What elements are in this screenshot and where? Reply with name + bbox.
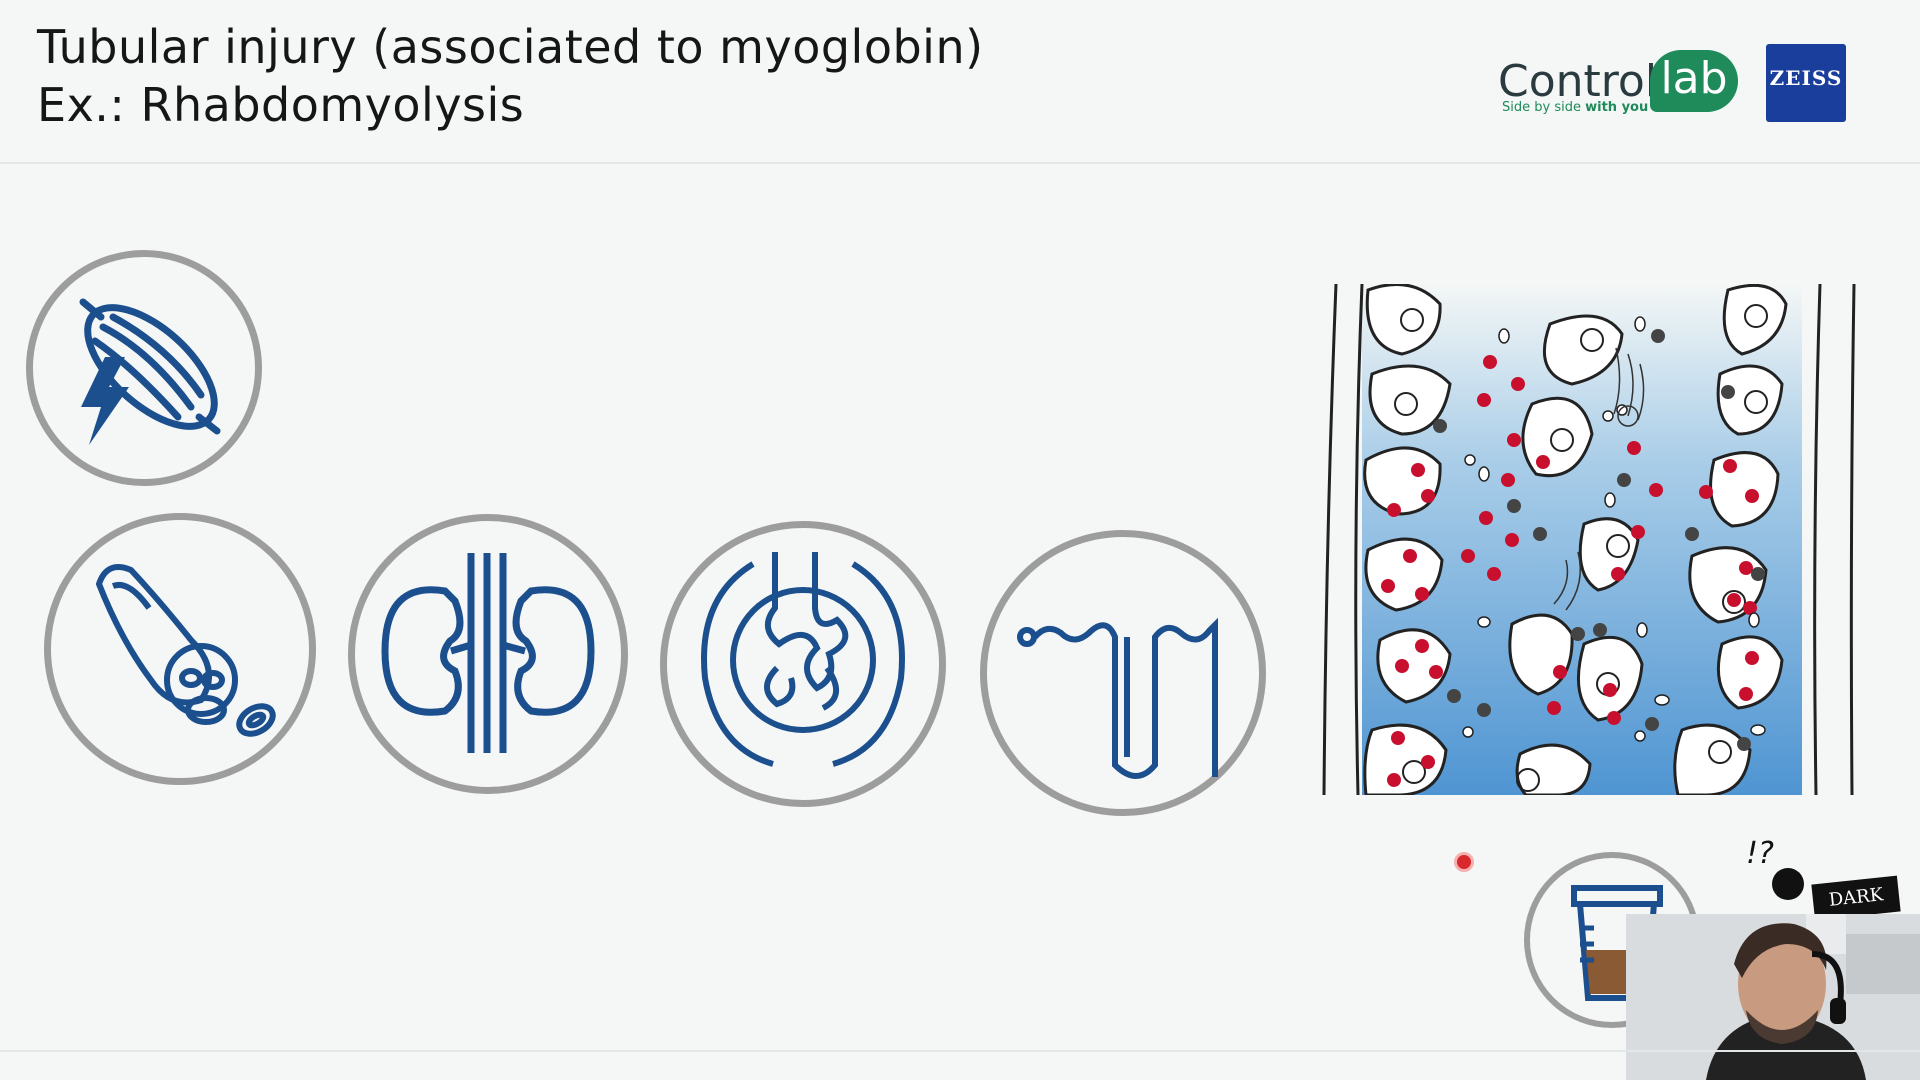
webcam-presenter-video [1626, 914, 1920, 1080]
tagline-bold: with you [1585, 100, 1649, 115]
nephron-tubule-icon [980, 530, 1266, 816]
slide-title: Tubular injury (associated to myoglobin)… [37, 18, 984, 134]
question-exclamation-mark: !? [1746, 836, 1774, 871]
muscle-injury-icon [26, 250, 262, 486]
zeiss-logo-text: ZEISS [1769, 66, 1843, 90]
glomerulus-icon [660, 521, 946, 807]
zeiss-logo: ZEISS [1766, 44, 1846, 122]
controllab-logo-badge: lab [1650, 50, 1738, 112]
urine-cup-icon [1524, 852, 1700, 1028]
slide-header: Tubular injury (associated to myoglobin)… [0, 0, 1920, 164]
pointer-indicator [1454, 852, 1474, 872]
tagline-text: Side by side [1502, 100, 1581, 115]
red-blood-cells-icon [44, 513, 316, 785]
kidneys-icon [348, 514, 628, 794]
controllab-logo-main: Control [1498, 56, 1658, 107]
tubule-tissue-illustration [1322, 283, 1856, 797]
slide-bottom-divider [0, 1050, 1920, 1052]
controllab-logo: Control lab Side by side with you [1498, 46, 1738, 122]
title-line-1: Tubular injury (associated to myoglobin) [37, 20, 984, 74]
controllab-tagline: Side by side with you [1502, 100, 1648, 115]
title-line-2: Ex.: Rhabdomyolysis [37, 78, 525, 132]
ink-drop-icon [1772, 868, 1804, 900]
